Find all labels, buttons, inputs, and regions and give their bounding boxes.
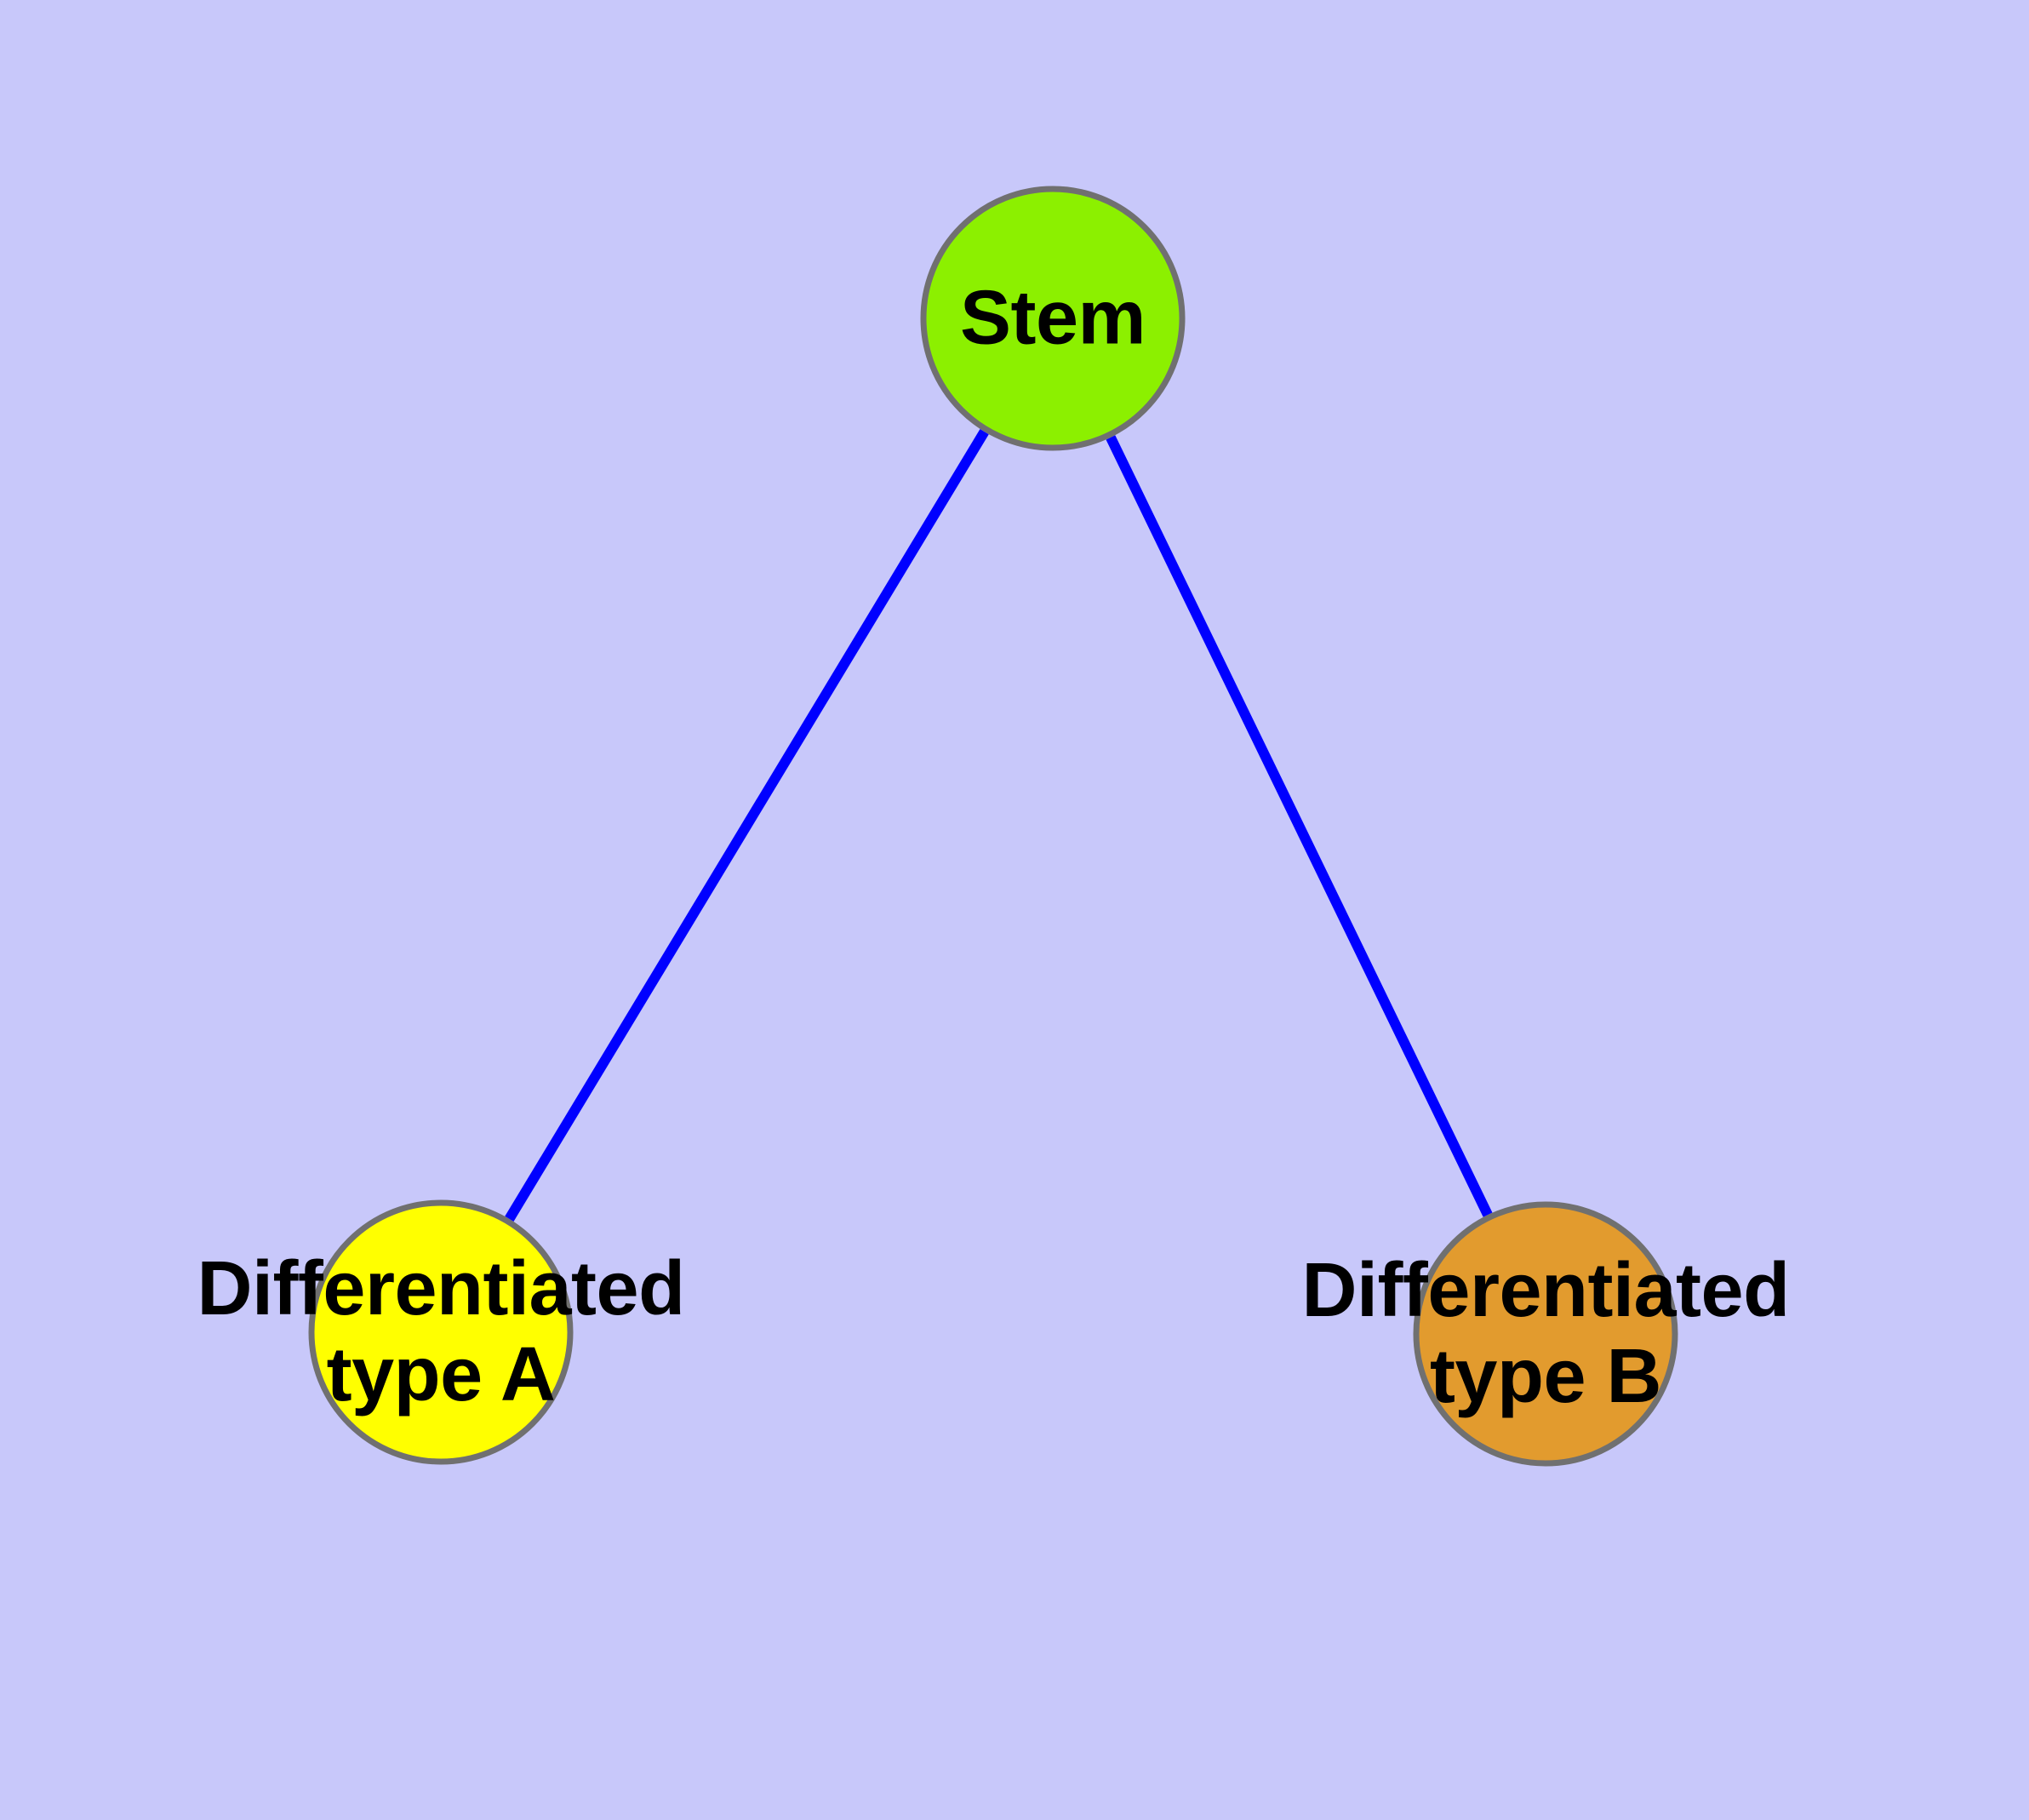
node-circle-diff_b[interactable] bbox=[1413, 1201, 1678, 1467]
node-circle-stem[interactable] bbox=[920, 186, 1186, 451]
node-layer bbox=[308, 186, 1678, 1467]
edge-stem-diff-b[interactable] bbox=[1106, 435, 1493, 1217]
edge-stem-diff-a[interactable] bbox=[505, 429, 989, 1222]
node-circle-diff_a[interactable] bbox=[308, 1199, 574, 1465]
edge-layer bbox=[505, 429, 1493, 1222]
